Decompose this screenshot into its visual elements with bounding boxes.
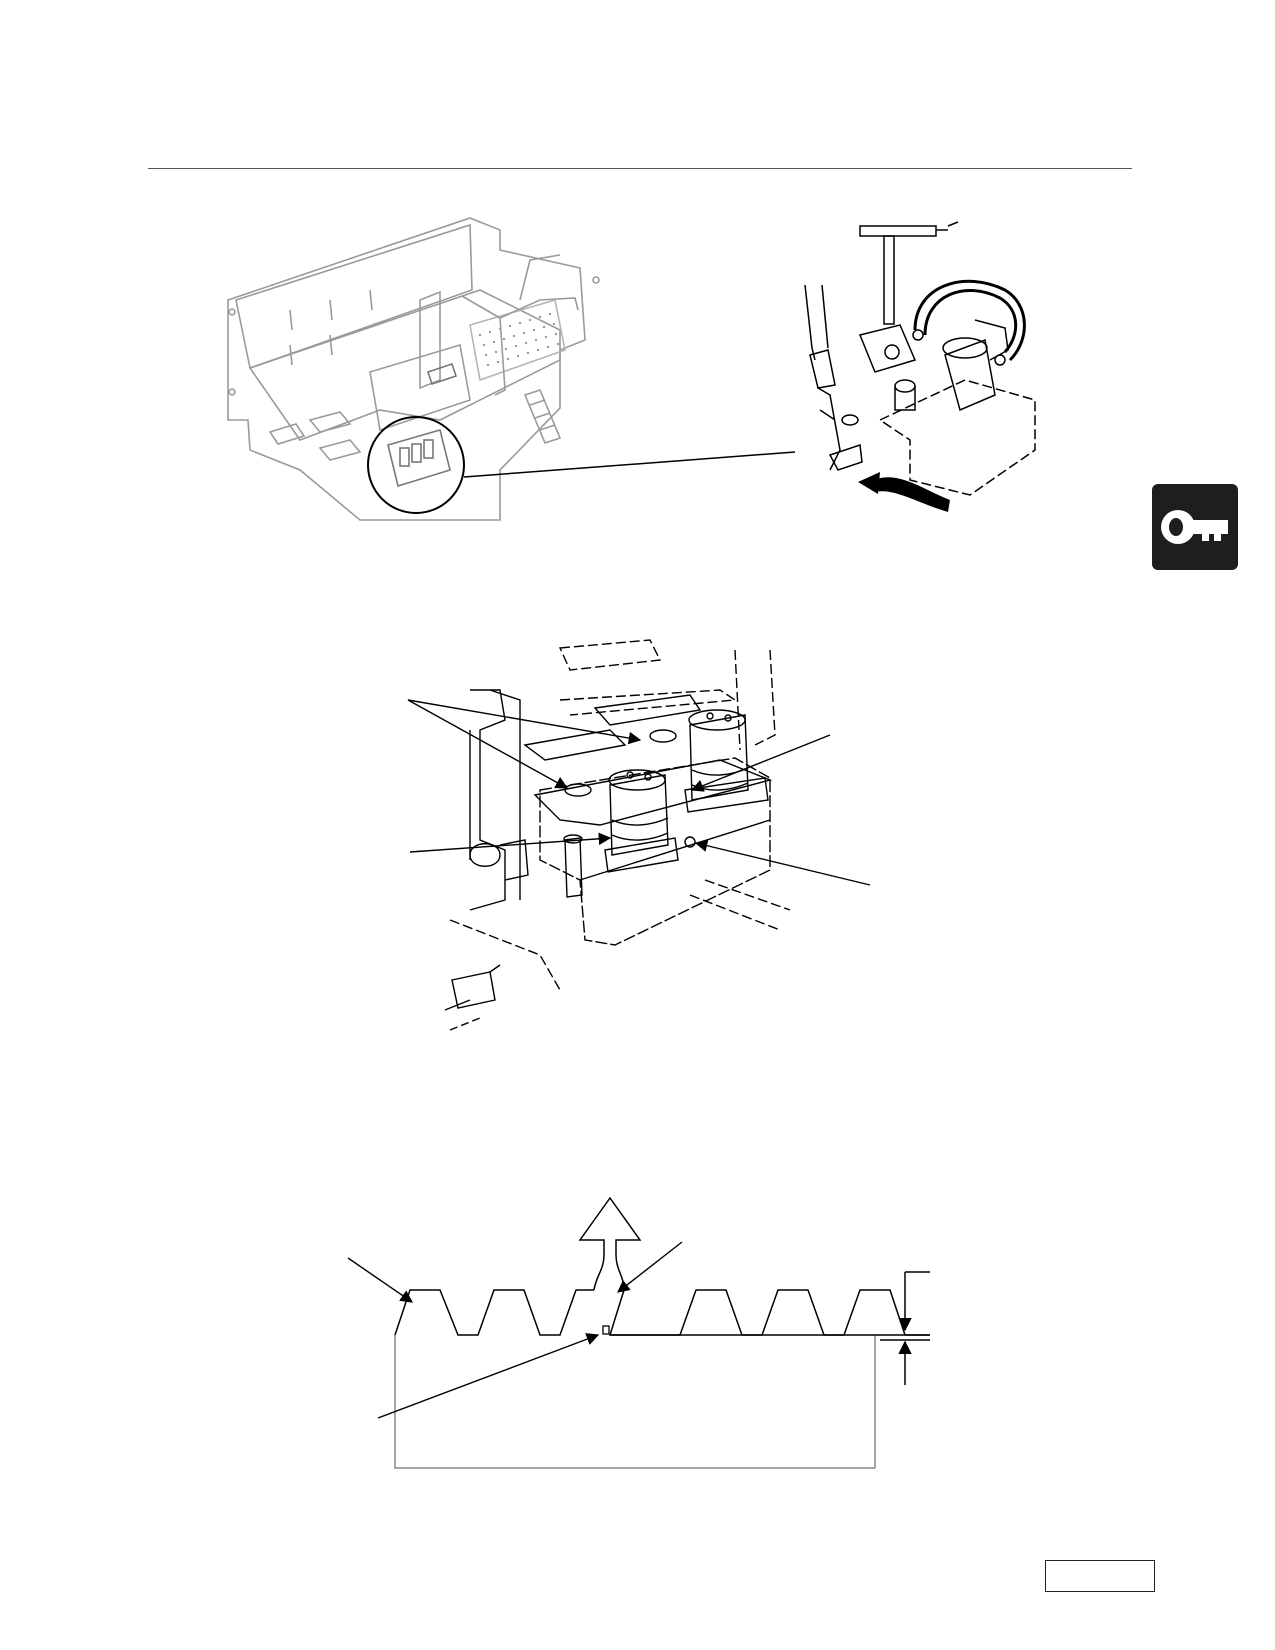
page-number-box — [1045, 1560, 1155, 1592]
callout-arrow-a — [407, 699, 642, 745]
gear-rack-figure — [394, 1196, 930, 1469]
pump-callouts — [407, 699, 871, 886]
rotation-arrow-head — [858, 472, 880, 494]
pump-detail-figure — [804, 221, 1036, 496]
callout-arrow-b — [407, 699, 569, 789]
section-tab[interactable] — [1152, 484, 1238, 570]
key-icon — [1152, 484, 1238, 570]
pump-assembly-figure — [444, 639, 791, 1031]
detail-leader-line — [463, 451, 796, 478]
callout-arrow-tooth — [617, 1241, 683, 1293]
forklift-frame-figure — [227, 217, 600, 521]
callout-arrow-clearance — [377, 1333, 600, 1419]
callout-arrow-d — [409, 832, 612, 853]
detail-circle — [367, 416, 465, 514]
rotation-arrow — [870, 477, 950, 512]
header-rule — [148, 168, 1132, 169]
callout-arrow-c — [690, 734, 831, 792]
gear-callouts — [347, 1241, 683, 1419]
callout-arrow-e — [694, 839, 871, 886]
callout-arrow-rack — [347, 1257, 414, 1303]
